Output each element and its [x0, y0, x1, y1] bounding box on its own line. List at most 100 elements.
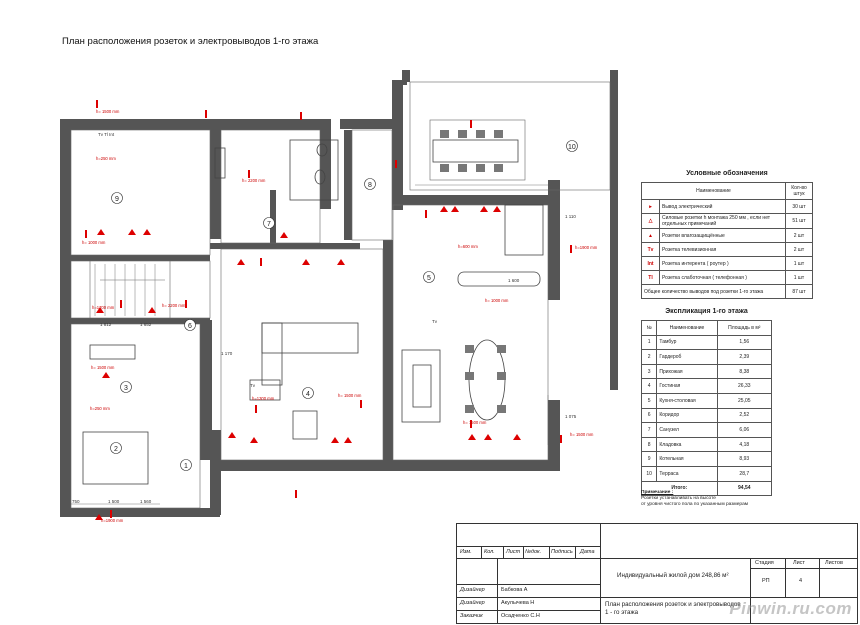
room-number-2: 2: [114, 446, 118, 453]
height-label: h= 1500 mm: [463, 420, 487, 425]
internet-socket-icon: Int: [641, 256, 660, 271]
stage-value: РП: [762, 578, 770, 584]
explication: Экспликация 1-го этажа № Наименование Пл…: [640, 308, 773, 497]
legend-row-count: 2 шт: [785, 242, 813, 257]
dimension-lines: [71, 184, 549, 505]
legend-row-name: Силовые розетки h монтажа 250 мм , если …: [659, 213, 786, 229]
height-label: h=1900 mm: [101, 518, 124, 523]
room-no: 6: [640, 407, 658, 424]
room-no: 7: [640, 422, 658, 438]
legend-row-count: 1 шт: [785, 270, 813, 285]
height-label: h= 1500 mm: [96, 109, 120, 114]
room-number-8: 8: [368, 182, 372, 189]
height-label: h=1900 mm: [575, 245, 598, 250]
room-number-6: 6: [188, 323, 192, 330]
room-number-5: 5: [427, 275, 431, 282]
walls: [60, 70, 618, 517]
tv-socket-label: Tv: [250, 383, 256, 388]
project-name: Индивидуальный жилой дом 248,86 м²: [617, 572, 729, 579]
power-socket-icon: △: [641, 213, 660, 229]
room-area: 2,52: [716, 407, 773, 424]
legend-row-count: 1 шт: [785, 256, 813, 271]
furniture: [82, 139, 544, 485]
legend-row-count: 2 шт: [785, 228, 813, 243]
interior-lines: [70, 81, 611, 509]
chairs: [440, 130, 506, 413]
legend-row-name: Вывод электрический: [659, 199, 786, 214]
room-name: Терраса: [656, 465, 718, 482]
height-label: h=1700 mm: [92, 305, 115, 310]
sheet-title: План расположения розеток и электровывод…: [605, 601, 741, 616]
legend-total-count: 87 шт: [785, 284, 813, 299]
col-izm: Изм.: [460, 549, 472, 555]
room-no: 4: [640, 378, 658, 394]
legend-row-name: Розетки влагозащищённые: [659, 228, 786, 243]
room-no: 2: [640, 349, 658, 365]
dimension-label: 1 075: [565, 414, 577, 419]
col-podp: Подпись: [551, 549, 573, 555]
legend-row: Tl Розетка слаботочная ( телефонная ) 1 …: [641, 270, 813, 285]
height-label: h= 1500 mm: [570, 432, 594, 437]
tv-socket-label: Tv Tl Int: [98, 132, 115, 137]
drawing-title: План расположения розеток и электровывод…: [62, 36, 319, 47]
dimension-label: 1 500: [108, 499, 120, 504]
room-area: 25,05: [716, 392, 773, 409]
height-label: h= 2200 mm: [162, 303, 186, 308]
name-2: Акулычева Н: [501, 600, 535, 606]
room-name: Кухня-столовая: [656, 392, 718, 409]
dimension-label: 1 812: [100, 322, 112, 327]
room-name: Прихожая: [656, 363, 718, 380]
room-number-7: 7: [267, 221, 271, 228]
watermark-logo: Pinwin.ru.com: [729, 599, 852, 618]
legend-row: ▲ Розетки влагозащищённые 2 шт: [641, 228, 813, 243]
note-head: Примечание :: [641, 490, 674, 495]
room-name: Котельная: [656, 451, 718, 467]
explication-header-name: Наименование: [656, 320, 718, 336]
room-name: Кладовка: [656, 436, 718, 453]
room-no: 8: [640, 436, 658, 453]
legend-row: △ Силовые розетки h монтажа 250 мм , есл…: [641, 213, 813, 229]
outlet-output-icon: ▸: [641, 199, 660, 214]
title-block: Изм. Кол. Лист №док. Подпись Дата Дизайн…: [456, 523, 858, 624]
legend-row: Tv Розетка телевизионная 2 шт: [641, 242, 813, 257]
room-area: 6,06: [716, 422, 773, 438]
room-area: 2,39: [716, 349, 773, 365]
col-kol: Кол.: [484, 549, 495, 555]
legend-row-count: 30 шт: [785, 199, 813, 214]
room-name: Коридор: [656, 407, 718, 424]
room-area: 8,38: [716, 363, 773, 380]
col-data: Дата: [580, 549, 595, 555]
explication-total-row: Итого: 94,54: [641, 480, 773, 497]
legend-total-row: Общее количество выводов под розетки 1-г…: [641, 284, 813, 299]
room-area: 4,18: [716, 436, 773, 453]
room-no: 1: [640, 334, 658, 351]
legend-header-name: Наименование: [641, 182, 786, 200]
height-label: h= 1000 mm: [485, 298, 509, 303]
room-name: Гардероб: [656, 349, 718, 365]
total-area: 94,54: [716, 480, 773, 497]
sheet-label: Лист: [793, 560, 805, 566]
stairs: [94, 264, 156, 316]
legend-row: ▸ Вывод электрический 30 шт: [641, 199, 813, 214]
explication-header-area: Площадь в м²: [716, 320, 773, 336]
legend-row: Int Розетка интерента ( роутер ) 1 шт: [641, 256, 813, 271]
waterproof-socket-icon: ▲: [641, 228, 660, 243]
room-area: 26,33: [716, 378, 773, 394]
dimension-label: 1 600: [508, 278, 520, 283]
room-no: 3: [640, 363, 658, 380]
phone-socket-icon: Tl: [641, 270, 660, 285]
room-number-10: 10: [568, 144, 576, 151]
room-area: 8,93: [716, 451, 773, 467]
room-name: Гостиная: [656, 378, 718, 394]
note: Примечание : Розетки устанавливать на вы…: [641, 490, 748, 508]
height-label: h= 1500 mm: [91, 365, 115, 370]
dimension-label: 1 170: [221, 351, 233, 356]
sheets-label: Листов: [825, 560, 843, 566]
